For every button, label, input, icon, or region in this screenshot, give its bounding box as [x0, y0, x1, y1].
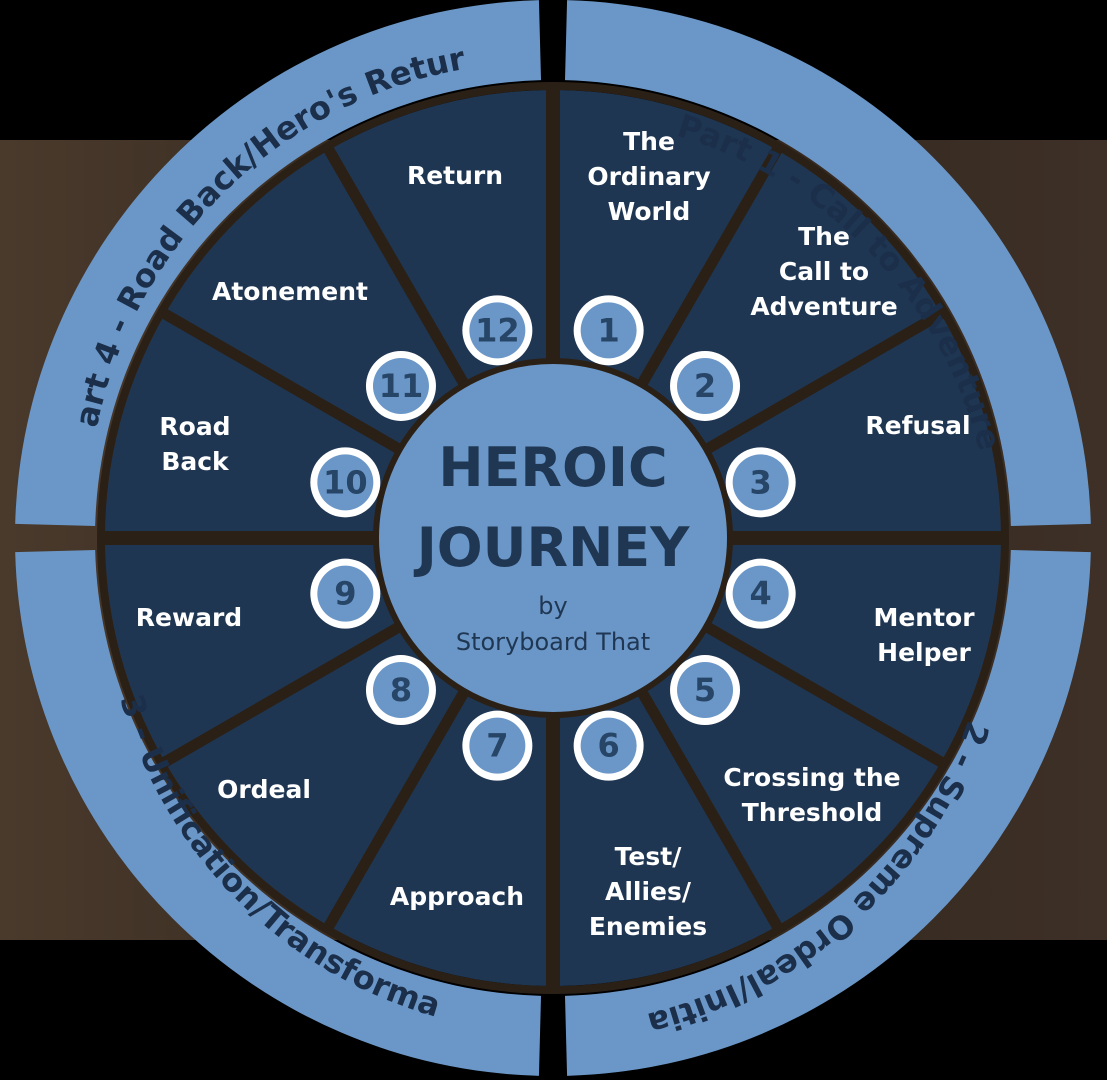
- divider-8: [323, 682, 473, 931]
- stage-label-2-line-3: Adventure: [750, 292, 897, 321]
- badge-inner-6: [580, 717, 637, 774]
- ring-quadrant-2: [564, 549, 1091, 1076]
- subtitle-by: by: [538, 592, 567, 620]
- badge-number-6: 6: [598, 727, 620, 765]
- divider-9: [160, 618, 409, 768]
- stage-label-5-line-2: Threshold: [742, 798, 882, 827]
- divider-11: [160, 308, 409, 458]
- badge-number-2: 2: [694, 367, 716, 405]
- stage-label-1-line-3: World: [608, 197, 691, 226]
- stage-label-11: Atonement: [212, 277, 368, 306]
- stage-label-11-line-1: Atonement: [212, 277, 368, 306]
- stage-label-3: Refusal: [865, 411, 970, 440]
- stage-label-7-line-1: Approach: [390, 882, 524, 911]
- stage-label-6: Test/Allies/Enemies: [589, 842, 707, 941]
- badge-inner-4: [732, 565, 789, 622]
- stage-label-8: Ordeal: [217, 775, 311, 804]
- title-line-1: HEROIC: [438, 436, 667, 499]
- stage-label-6-line-1: Test/: [615, 842, 683, 871]
- ring-quadrant-4: [15, 0, 542, 527]
- badge-11: 11: [365, 350, 436, 421]
- badge-inner-5: [677, 662, 734, 719]
- badge-8: 8: [365, 655, 436, 726]
- divider-2: [633, 145, 783, 394]
- ring-quadrant-1: [564, 0, 1091, 527]
- divider-5: [697, 618, 946, 768]
- badge-inner-11: [372, 357, 429, 414]
- badge-7: 7: [462, 710, 533, 781]
- badge-number-3: 3: [750, 463, 772, 501]
- badge-10: 10: [310, 447, 381, 518]
- stage-label-5-line-1: Crossing the: [723, 763, 900, 792]
- divider-12: [323, 145, 473, 394]
- badge-number-4: 4: [750, 575, 772, 613]
- badge-inner-7: [469, 717, 526, 774]
- stage-label-4-line-1: Mentor: [873, 603, 975, 632]
- badge-inner-8: [372, 662, 429, 719]
- badge-number-11: 11: [379, 367, 424, 405]
- segment-dividers: [97, 82, 1009, 994]
- badge-5: 5: [670, 655, 741, 726]
- badge-9: 9: [310, 558, 381, 629]
- stage-label-3-line-1: Refusal: [865, 411, 970, 440]
- badge-inner-12: [469, 302, 526, 359]
- stage-label-9-line-1: Reward: [136, 603, 242, 632]
- badge-number-10: 10: [323, 463, 368, 501]
- stage-label-2-line-1: The: [798, 222, 850, 251]
- badge-number-5: 5: [694, 671, 716, 709]
- badge-1: 1: [573, 295, 644, 366]
- stage-label-8-line-1: Ordeal: [217, 775, 311, 804]
- badge-number-1: 1: [598, 311, 620, 349]
- stage-label-6-line-3: Enemies: [589, 912, 707, 941]
- badge-6: 6: [573, 710, 644, 781]
- stage-label-12-line-1: Return: [407, 161, 503, 190]
- badge-inner-10: [317, 454, 374, 511]
- badge-inner-1: [580, 302, 637, 359]
- stage-label-1-line-1: The: [623, 127, 675, 156]
- stage-label-12: Return: [407, 161, 503, 190]
- stage-label-7: Approach: [390, 882, 524, 911]
- badge-number-12: 12: [475, 311, 520, 349]
- stage-label-10-line-2: Back: [161, 447, 230, 476]
- badge-3: 3: [725, 447, 796, 518]
- badge-inner-9: [317, 565, 374, 622]
- title-line-2: JOURNEY: [413, 516, 691, 579]
- badge-inner-2: [677, 357, 734, 414]
- badge-number-8: 8: [390, 671, 412, 709]
- badge-12: 12: [462, 295, 533, 366]
- divider-3: [697, 308, 946, 458]
- stage-label-9: Reward: [136, 603, 242, 632]
- stage-label-1-line-2: Ordinary: [587, 162, 710, 191]
- ring-quadrant-3: [15, 549, 542, 1076]
- badge-2: 2: [670, 350, 741, 421]
- ring-inner-border: [97, 82, 1009, 994]
- stage-label-6-line-2: Allies/: [605, 877, 692, 906]
- stage-label-10-line-1: Road: [159, 412, 230, 441]
- outer-ring: [15, 0, 1091, 1076]
- badge-number-7: 7: [486, 727, 508, 765]
- badge-4: 4: [725, 558, 796, 629]
- center-hub: [373, 358, 733, 718]
- stage-label-2-line-2: Call to: [779, 257, 869, 286]
- stage-label-4-line-2: Helper: [877, 638, 971, 667]
- divider-6: [633, 682, 783, 931]
- badge-inner-3: [732, 454, 789, 511]
- subtitle-author: Storyboard That: [456, 628, 650, 656]
- badge-number-9: 9: [334, 575, 356, 613]
